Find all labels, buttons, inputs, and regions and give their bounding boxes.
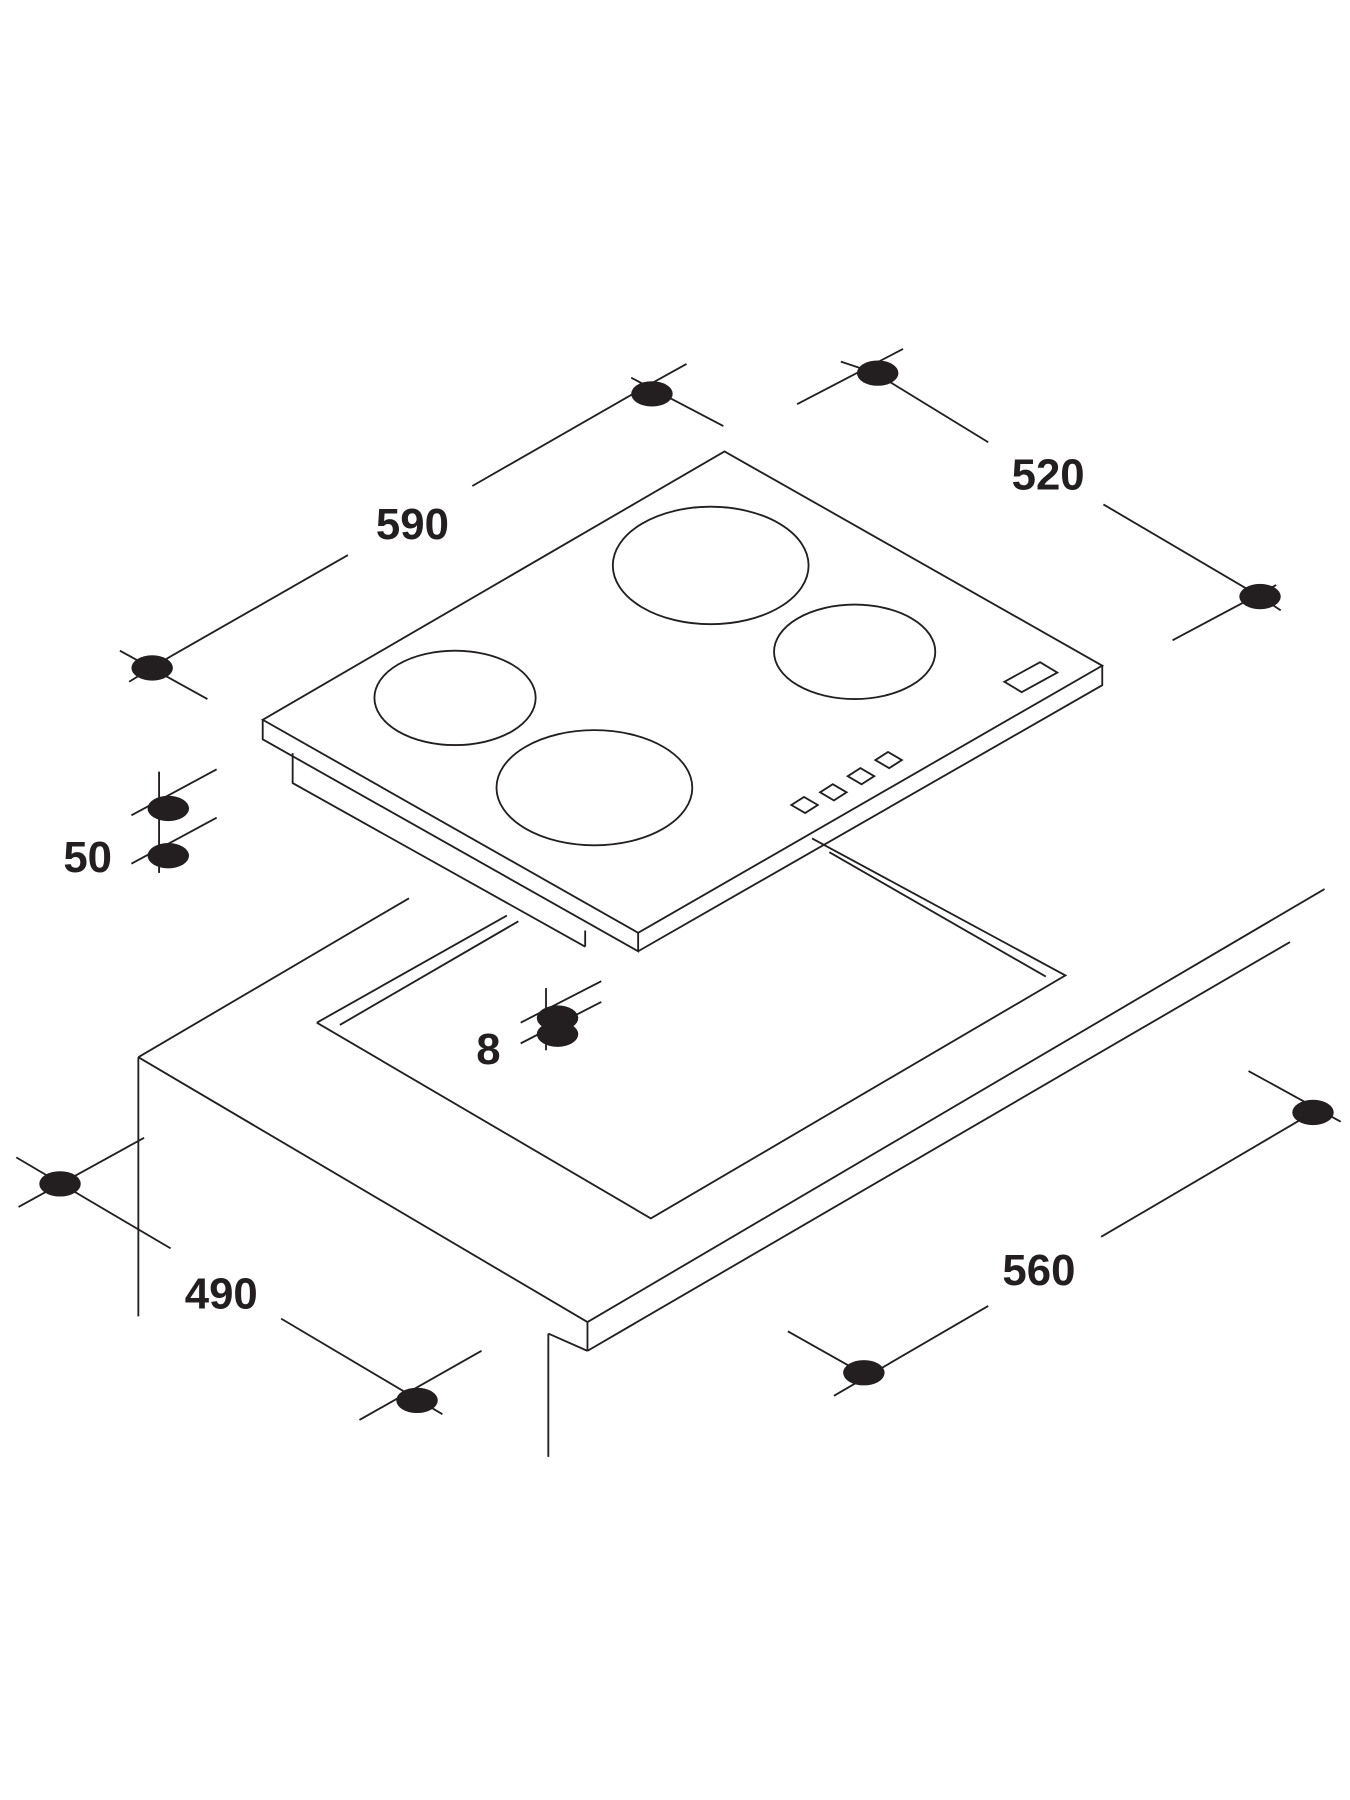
label-560: 560 bbox=[1002, 1246, 1075, 1295]
cooking-zone-right bbox=[773, 603, 937, 700]
cooking-zone-left bbox=[373, 649, 537, 747]
countertop bbox=[137, 837, 1325, 1457]
display-panel bbox=[1002, 661, 1060, 694]
dimension-cutout-490: 490 bbox=[15, 1137, 482, 1421]
label-520: 520 bbox=[1012, 450, 1085, 499]
dimension-height-50: 50 bbox=[63, 768, 218, 882]
cooking-zone-front bbox=[495, 729, 694, 847]
dimension-clearance-8: 8 bbox=[476, 980, 602, 1074]
dimension-depth-520: 520 bbox=[796, 348, 1282, 642]
control-buttons bbox=[789, 750, 904, 815]
cooking-zone-rear-right bbox=[611, 505, 810, 626]
label-50: 50 bbox=[63, 833, 112, 882]
label-590: 590 bbox=[376, 500, 449, 549]
dimension-cutout-560: 560 bbox=[787, 1070, 1342, 1397]
hob bbox=[260, 450, 1105, 953]
label-8: 8 bbox=[476, 1025, 500, 1074]
label-490: 490 bbox=[185, 1269, 258, 1318]
dimension-width-590: 590 bbox=[119, 363, 724, 700]
